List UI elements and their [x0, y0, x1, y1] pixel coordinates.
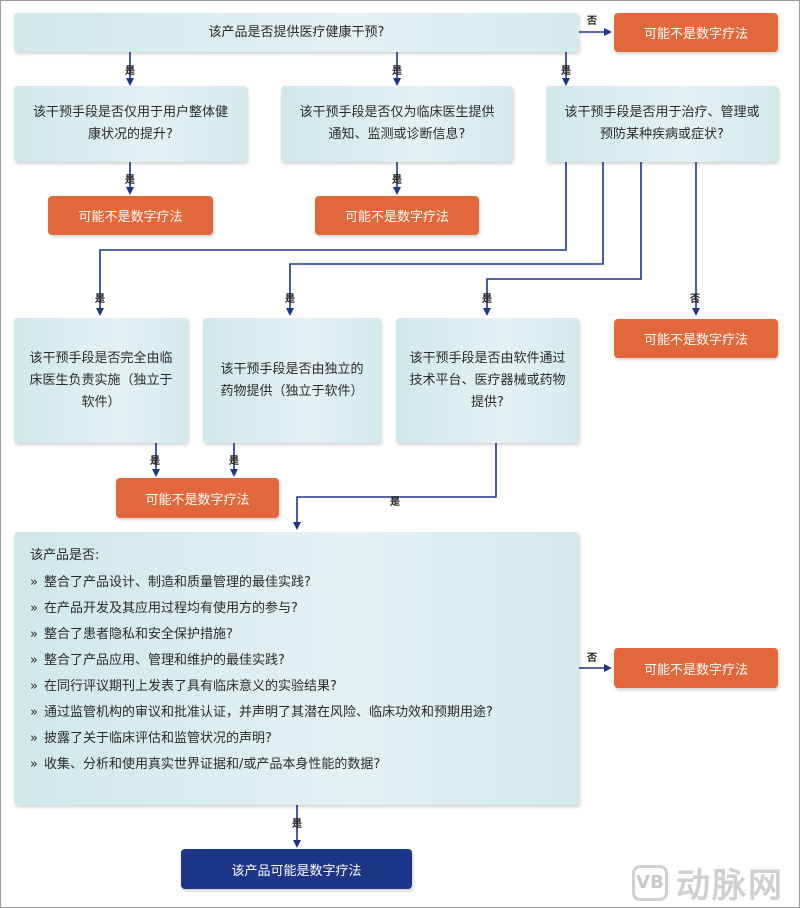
label-yes: 是: [285, 294, 295, 305]
question-clinician-delivered: 该干预手段是否完全由临床医生负责实施（独立于软件）: [14, 318, 188, 443]
outcome-text: 可能不是数字疗法: [643, 333, 748, 348]
checklist-item-text: 在产品开发及其应用过程均有使用方的参与?: [43, 601, 298, 616]
checklist-item-text: 整合了产品设计、制造和质量管理的最佳实践?: [43, 575, 311, 590]
outcome-not-dtx: 可能不是数字疗法: [315, 196, 479, 235]
label-yes: 是: [392, 175, 402, 186]
bullet-icon: »: [30, 705, 38, 720]
checklist-item-text: 收集、分析和使用真实世界证据和/或产品本身性能的数据?: [43, 757, 381, 772]
outcome-text: 该产品可能是数字疗法: [231, 863, 362, 879]
label-yes: 是: [392, 66, 402, 77]
question-treat-manage-prevent: 该干预手段是否用于治疗、管理或预防某种疾病或症状?: [546, 86, 778, 162]
checklist-item-text: 在同行评议期刊上发表了具有临床意义的实验结果?: [43, 679, 337, 694]
bullet-icon: »: [30, 679, 38, 694]
bullet-icon: »: [30, 601, 38, 616]
outcome-text: 可能不是数字疗法: [78, 210, 183, 225]
outcome-text: 可能不是数字疗法: [344, 210, 449, 225]
label-no: 否: [690, 294, 700, 305]
outcome-text: 可能不是数字疗法: [145, 492, 250, 508]
checklist-item: » 整合了患者隐私和安全保护措施?: [30, 625, 579, 645]
label-yes: 是: [95, 294, 105, 305]
question-text: 该干预手段是否仅用于用户整体健康状况的提升?: [32, 105, 228, 142]
bullet-icon: »: [30, 627, 38, 642]
label-yes: 是: [150, 456, 160, 467]
checklist-heading: 该产品是否:: [30, 548, 100, 563]
question-text: 该干预手段是否用于治疗、管理或预防某种疾病或症状?: [564, 105, 760, 142]
question-clinician-info: 该干预手段是否仅为临床医生提供通知、监测或诊断信息?: [281, 86, 513, 162]
checklist-item-text: 整合了患者隐私和安全保护措施?: [43, 627, 233, 642]
checklist-item: » 收集、分析和使用真实世界证据和/或产品本身性能的数据?: [30, 755, 579, 775]
question-text: 该干预手段是否仅为临床医生提供通知、监测或诊断信息?: [299, 105, 495, 142]
outcome-not-dtx: 可能不是数字疗法: [48, 196, 213, 235]
outcome-not-dtx: 可能不是数字疗法: [614, 13, 778, 52]
outcome-not-dtx: 可能不是数字疗法: [614, 319, 778, 358]
watermark: VB 动脉网: [632, 858, 784, 907]
bullet-icon: »: [30, 731, 38, 746]
outcome-text: 可能不是数字疗法: [643, 662, 748, 678]
question-software-delivered: 该干预手段是否由软件通过技术平台、医疗器械或药物提供?: [396, 318, 579, 443]
outcome-likely-dtx: 该产品可能是数字疗法: [181, 849, 412, 889]
checklist-item: » 整合了产品设计、制造和质量管理的最佳实践?: [30, 573, 579, 593]
label-no: 否: [587, 16, 597, 27]
checklist-item: » 在同行评议期刊上发表了具有临床意义的实验结果?: [30, 677, 579, 697]
label-yes: 是: [125, 66, 135, 77]
question-text: 该干预手段是否由软件通过技术平台、医疗器械或药物提供?: [409, 350, 566, 410]
label-yes: 是: [482, 294, 492, 305]
question-text: 该干预手段是否完全由临床医生负责实施（独立于软件）: [29, 350, 173, 410]
watermark-text: 动脉网: [676, 866, 784, 906]
bullet-icon: »: [30, 575, 38, 590]
label-yes: 是: [292, 819, 302, 830]
outcome-text: 可能不是数字疗法: [643, 27, 748, 42]
label-yes: 是: [125, 175, 135, 186]
label-no: 否: [587, 653, 597, 664]
checklist-item: » 通过监管机构的审议和批准认证，并声明了其潜在风险、临床功效和预期用途?: [30, 703, 579, 723]
checklist-item: » 披露了关于临床评估和监管状况的声明?: [30, 729, 579, 749]
bullet-icon: »: [30, 653, 38, 668]
checklist-item-text: 通过监管机构的审议和批准认证，并声明了其潜在风险、临床功效和预期用途?: [43, 705, 493, 720]
question-text: 该产品是否提供医疗健康干预?: [208, 24, 385, 40]
question-provides-intervention: 该产品是否提供医疗健康干预?: [14, 13, 579, 52]
label-yes: 是: [390, 497, 400, 508]
label-yes: 是: [229, 456, 239, 467]
question-drug-delivered: 该干预手段是否由独立的药物提供（独立于软件）: [203, 318, 381, 443]
label-yes: 是: [561, 66, 571, 77]
outcome-not-dtx: 可能不是数字疗法: [614, 648, 778, 688]
criteria-checklist: 该产品是否: » 整合了产品设计、制造和质量管理的最佳实践? » 在产品开发及其应用…: [14, 532, 579, 805]
outcome-not-dtx: 可能不是数字疗法: [116, 478, 279, 518]
checklist-item-text: 披露了关于临床评估和监管状况的声明?: [43, 731, 272, 746]
question-general-wellness: 该干预手段是否仅用于用户整体健康状况的提升?: [14, 86, 247, 162]
question-text: 该干预手段是否由独立的药物提供（独立于软件）: [220, 361, 364, 399]
vb-logo-icon: VB: [632, 864, 668, 901]
checklist-item: » 整合了产品应用、管理和维护的最佳实践?: [30, 651, 579, 671]
checklist-item-text: 整合了产品应用、管理和维护的最佳实践?: [43, 653, 285, 668]
bullet-icon: »: [30, 757, 38, 772]
checklist-item: » 在产品开发及其应用过程均有使用方的参与?: [30, 599, 579, 619]
